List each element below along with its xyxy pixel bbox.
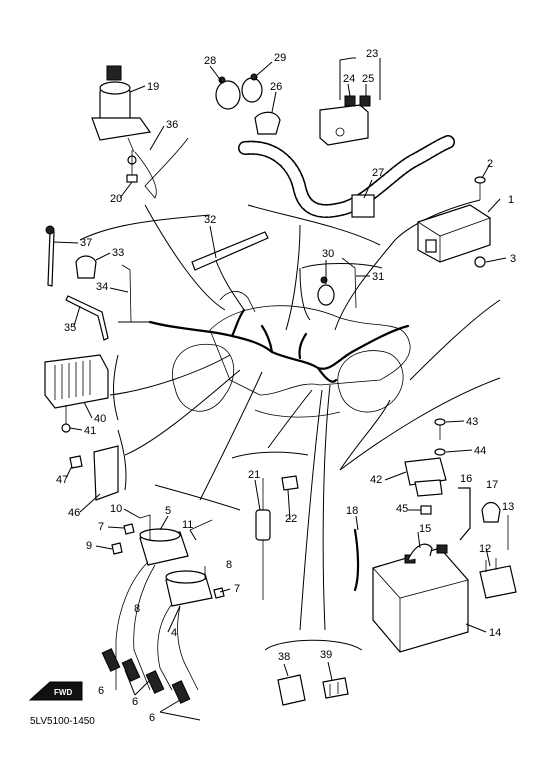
parts-left-group (45, 225, 132, 341)
label-23: 23 (366, 48, 378, 60)
battery-lead-18 (353, 528, 360, 592)
bolt-20 (126, 150, 138, 183)
battery-lead-16 (458, 487, 471, 541)
bolt-3 (474, 256, 486, 268)
label-24: 24 (343, 73, 355, 85)
main-wire-harness (148, 308, 410, 383)
label-6a: 6 (98, 685, 104, 697)
label-5: 5 (165, 505, 171, 517)
fwd-label: FWD (54, 688, 72, 697)
label-15: 15 (419, 523, 431, 535)
drawing-code: 5LV5100-1450 (30, 716, 95, 727)
part-number-labels: 1 2 3 4 5 6 6 6 7 7 8 8 9 10 11 12 13 14… (56, 48, 516, 724)
label-7b: 7 (234, 583, 240, 595)
forward-arrow-icon: FWD (28, 681, 83, 701)
relay-42 (404, 457, 447, 497)
battery (372, 544, 469, 653)
label-11: 11 (182, 519, 193, 531)
label-34: 34 (96, 281, 108, 293)
nut-47 (69, 455, 83, 469)
bolt-41 (61, 405, 71, 433)
bolt-7a (123, 523, 135, 535)
label-31: 31 (372, 271, 384, 283)
label-39: 39 (320, 649, 332, 661)
bolt-43 (434, 418, 446, 440)
label-6b: 6 (132, 696, 138, 708)
label-26: 26 (270, 81, 282, 93)
label-8b: 8 (226, 559, 232, 571)
label-6c: 6 (149, 712, 155, 724)
label-28: 28 (204, 55, 216, 67)
region-brackets (79, 199, 501, 651)
label-41: 41 (84, 425, 96, 437)
clamp-26 (254, 111, 281, 135)
label-3: 3 (510, 253, 516, 265)
starter-relay-12 (479, 558, 517, 599)
label-2: 2 (487, 158, 493, 170)
label-42: 42 (370, 474, 382, 486)
label-10: 10 (110, 503, 122, 515)
label-35: 35 (64, 322, 76, 334)
clamps-28-29 (215, 73, 263, 110)
label-16: 16 (460, 473, 472, 485)
label-8a: 8 (134, 603, 140, 615)
label-27: 27 (372, 167, 384, 179)
label-29: 29 (274, 52, 286, 64)
label-14: 14 (489, 627, 501, 639)
leader-6 (124, 669, 151, 696)
label-leader-ticks (53, 57, 507, 681)
leader-lines (109, 204, 501, 631)
label-30: 30 (322, 248, 334, 260)
cover-46 (93, 445, 119, 501)
label-4: 4 (171, 627, 177, 639)
connector-39 (322, 677, 349, 699)
corrugated-tube-27 (238, 135, 455, 218)
label-7a: 7 (98, 521, 104, 533)
label-45: 45 (396, 503, 408, 515)
label-12: 12 (479, 543, 491, 555)
cable-tie-32 (191, 231, 269, 271)
label-13: 13 (502, 501, 514, 513)
label-17: 17 (486, 479, 498, 491)
ignition-switch (91, 65, 152, 165)
battery-lead-15 (407, 543, 433, 561)
connector-38 (277, 674, 306, 706)
washer-44 (434, 448, 446, 456)
label-25: 25 (362, 73, 374, 85)
label-32: 32 (204, 214, 216, 226)
label-33: 33 (112, 247, 124, 259)
label-20: 20 (110, 193, 122, 205)
ecu-unit (417, 204, 491, 263)
spark-plug-caps (101, 648, 191, 704)
ignition-coils (115, 514, 213, 691)
label-9: 9 (86, 540, 92, 552)
wire-31 (341, 257, 357, 309)
bolt-9 (111, 542, 123, 555)
label-46: 46 (68, 507, 80, 519)
label-18: 18 (346, 505, 358, 517)
label-22: 22 (285, 513, 297, 525)
label-47: 47 (56, 474, 68, 486)
label-37: 37 (80, 237, 92, 249)
nut-45 (420, 505, 432, 515)
label-43: 43 (466, 416, 478, 428)
label-21: 21 (248, 469, 260, 481)
rectifier-regulator (44, 354, 109, 409)
label-40: 40 (94, 413, 106, 425)
fuse-box (319, 95, 371, 146)
label-36: 36 (166, 119, 178, 131)
clamp-17 (481, 501, 501, 523)
motorcycle-outline (172, 291, 411, 418)
label-44: 44 (474, 445, 486, 457)
label-1: 1 (508, 194, 514, 206)
sensor-21-22 (255, 475, 299, 600)
leader-6b (159, 699, 201, 721)
bolt-2 (474, 176, 486, 200)
label-38: 38 (278, 651, 290, 663)
bolt-7b (213, 587, 225, 599)
wire-36 (134, 137, 189, 199)
band-30 (317, 276, 335, 306)
label-19: 19 (147, 81, 159, 93)
